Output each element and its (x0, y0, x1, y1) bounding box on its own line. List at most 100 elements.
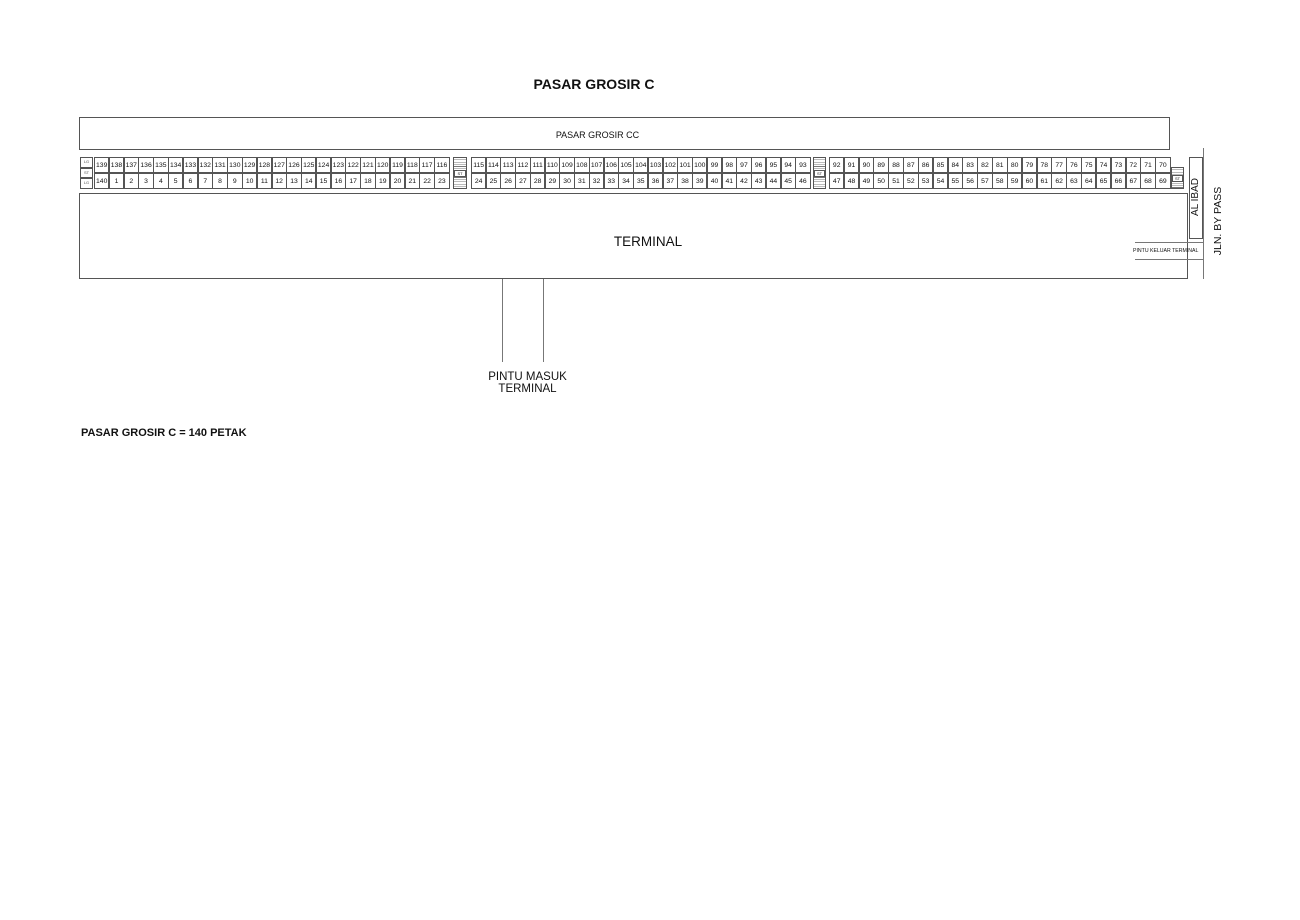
exit-label: PINTU KELUAR TERMINAL (1133, 248, 1199, 254)
stall-cell: 84 (947, 157, 964, 173)
stall-cell: 22 (419, 173, 435, 189)
stall-cell: 135 (153, 157, 169, 173)
stall-cell: 71 (1140, 157, 1156, 173)
stall-cell: 118 (404, 157, 421, 173)
stall-cell: 14 (301, 173, 317, 189)
stall-cell: 20 (389, 173, 406, 189)
stall-cell: 60 (1021, 173, 1038, 189)
stall-cell: 111 (529, 157, 546, 173)
stall-cell: 43 (751, 173, 767, 189)
stall-cell: 47 (829, 173, 845, 189)
stall-cell: 107 (588, 157, 605, 173)
stall-cell: 67 (1125, 173, 1141, 189)
road-edge-line (1203, 148, 1204, 279)
stall-cell: 121 (360, 157, 376, 173)
stall-cell: 8 (212, 173, 228, 189)
stall-cell: 40 (706, 173, 723, 189)
end-cell: LG (80, 178, 93, 190)
stall-cell: 112 (515, 157, 531, 173)
stall-cell: 104 (633, 157, 649, 173)
stall-cell: 49 (858, 173, 875, 189)
stall-cell: 78 (1036, 157, 1052, 173)
stall-cell: 81 (992, 157, 1008, 173)
stall-cell: 46 (795, 173, 811, 189)
stall-cell: 9 (227, 173, 243, 189)
stall-cell: 10 (241, 173, 258, 189)
al-ibad-label: AL IBAD (1190, 178, 1201, 216)
exit-line-top (1135, 242, 1203, 243)
stall-cell: 86 (917, 157, 934, 173)
stall-cell: 21 (404, 173, 421, 189)
stall-cell: 37 (662, 173, 678, 189)
stall-cell: 82 (977, 157, 993, 173)
stall-cell: 68 (1140, 173, 1156, 189)
stall-cell: 31 (574, 173, 590, 189)
stall-cell: 72 (1125, 157, 1141, 173)
stall-cell: 53 (917, 173, 934, 189)
exit-line-bottom (1135, 259, 1203, 260)
stall-cell: 89 (873, 157, 889, 173)
stall-cell: 50 (873, 173, 889, 189)
stall-cell: 2 (123, 173, 139, 189)
entrance-line-right (543, 279, 544, 362)
stall-cell: 76 (1066, 157, 1082, 173)
stall-cell: 91 (843, 157, 860, 173)
stall-cell: 4 (153, 173, 169, 189)
entrance-label: PINTU MASUK TERMINAL (470, 371, 585, 395)
stall-cell: 79 (1021, 157, 1038, 173)
stall-cell: 115 (471, 157, 487, 173)
stall-cell: 61 (1036, 173, 1052, 189)
stall-cell: 137 (123, 157, 139, 173)
stall-cell: 19 (375, 173, 391, 189)
stall-cell: 73 (1110, 157, 1127, 173)
stall-cell: 85 (932, 157, 949, 173)
stall-cell: 136 (138, 157, 154, 173)
stall-cell: 35 (633, 173, 649, 189)
stall-cell: 114 (485, 157, 502, 173)
terminal-building (79, 193, 1188, 279)
stall-cell: 94 (780, 157, 796, 173)
stall-cell: 63 (1066, 173, 1082, 189)
stall-cell: 88 (888, 157, 904, 173)
stall-cell: 139 (94, 157, 110, 173)
stall-cell: 39 (692, 173, 708, 189)
stall-cell: 90 (858, 157, 875, 173)
entrance-line-left (502, 279, 503, 362)
stall-cell: 62 (1051, 173, 1067, 189)
stall-cell: 51 (888, 173, 904, 189)
stall-cell: 15 (315, 173, 332, 189)
stall-cell: 34 (618, 173, 634, 189)
stair-label: ST (1172, 174, 1183, 182)
stall-cell: 27 (515, 173, 531, 189)
stall-cell: 7 (197, 173, 213, 189)
stall-cell: 132 (197, 157, 213, 173)
stall-cell: 6 (182, 173, 199, 189)
stall-cell: 83 (962, 157, 978, 173)
stall-cell: 100 (692, 157, 708, 173)
stall-cell: 52 (903, 173, 919, 189)
stall-cell: 48 (843, 173, 860, 189)
stall-cell: 11 (256, 173, 273, 189)
stair-label: ST (814, 169, 825, 177)
stall-cell: 3 (138, 173, 154, 189)
stall-cell: 23 (434, 173, 450, 189)
grosir-cc-building (79, 117, 1170, 150)
stall-cell: 128 (256, 157, 273, 173)
stall-cell: 55 (947, 173, 964, 189)
stall-cell: 74 (1095, 157, 1112, 173)
stall-cell: 113 (500, 157, 516, 173)
stall-cell: 5 (167, 173, 184, 189)
page-title: PASAR GROSIR C (533, 76, 655, 92)
entrance-label-line2: TERMINAL (498, 383, 557, 395)
stall-cell: 108 (574, 157, 590, 173)
stall-cell: 54 (932, 173, 949, 189)
stall-cell: 77 (1051, 157, 1067, 173)
stall-cell: 96 (751, 157, 767, 173)
stall-cell: 123 (330, 157, 347, 173)
stall-cell: 42 (736, 173, 752, 189)
stall-cell: 126 (286, 157, 302, 173)
stall-cell: 87 (903, 157, 919, 173)
stall-cell: 105 (618, 157, 634, 173)
stall-cell: 106 (603, 157, 619, 173)
